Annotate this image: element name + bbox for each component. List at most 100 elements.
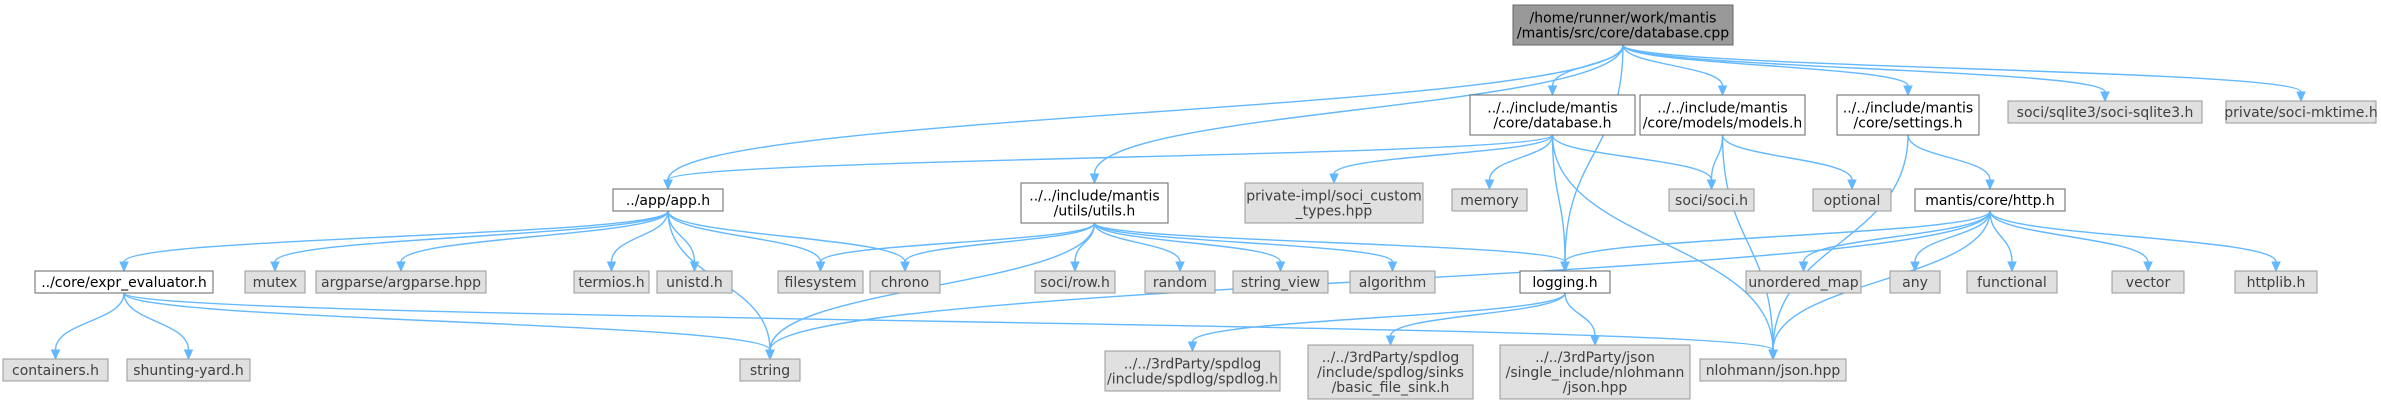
node-label-line: /core/models/models.h [1643,116,1803,132]
node-expr-eval[interactable]: ../core/expr_evaluator.h [34,270,214,294]
node-root[interactable]: /home/runner/work/mantis/mantis/src/core… [1512,4,1734,46]
edge-arrowhead [2296,91,2306,103]
node-label-line: ../../include/mantis [1029,189,1159,205]
edge-root-to-inc_database [1547,44,1624,97]
node-unordered-map: unordered_map [1745,270,1862,294]
edge-inc_models-to-soci_h [1706,134,1724,191]
node-label-line: ../../include/mantis [1487,101,1617,117]
edge-arrowhead [1590,335,1600,347]
node-soci-mktime: private/soci-mktime.h [2224,100,2378,124]
edge-line [1389,292,1566,337]
edge-inc_settings-to-http_h [1907,134,1995,191]
node-label-line: argparse/argparse.hpp [321,275,481,291]
edge-arrowhead [1187,341,1198,353]
edge-line [400,210,669,263]
node-inc-database[interactable]: ../../include/mantis/core/database.h [1469,94,1636,136]
edge-line [1551,134,1713,181]
nodes-layer: /home/runner/work/mantis/mantis/src/core… [2,4,2378,400]
node-box [656,270,733,294]
edge-arrowhead [1089,173,1100,185]
node-any: any [1889,270,1941,294]
node-inc-models[interactable]: ../../include/mantis/core/models/models.… [1639,94,1806,136]
edge-line [610,210,669,263]
edge-arrowhead [183,349,194,361]
node-nlohmann-json: nlohmann/json.hpp [1699,358,1847,382]
edge-line [1564,44,1624,263]
edge-expr_eval-to-string [123,292,775,361]
node-box [1469,94,1636,136]
edge-line [1622,44,2106,93]
edge-root-to-soci_sqlite3 [1622,44,2110,103]
edge-root-to-inc_settings [1622,44,1913,97]
edge-arrowhead [1175,261,1185,273]
edge-line [54,292,125,351]
edge-arrowhead [1768,349,1778,361]
edge-line [819,222,1096,263]
node-box [1244,182,1424,224]
edge-root-to-soci_mktime [1622,44,2306,103]
node-box [1914,188,2066,212]
node-label-line: chrono [881,275,929,291]
node-label-line: ../../include/mantis [1657,101,1787,117]
node-string-view: string_view [1232,270,1329,294]
edge-line [1093,222,1181,263]
node-httplib: httplib.h [2234,270,2318,294]
node-label-line: string_view [1241,275,1320,291]
edge-line [667,44,1624,181]
node-label-line: soci/sqlite3/soci-sqlite3.h [2017,105,2194,121]
node-box [2007,100,2203,124]
edge-app_h-to-termios [606,210,669,273]
edge-http_h-to-functional [1989,210,2017,273]
node-box [2,358,109,382]
edge-root-to-utils_h [1089,44,1624,185]
edge-arrowhead [1985,179,1995,191]
node-box [1512,4,1734,46]
node-box [1812,188,1892,212]
edge-expr_eval-to-shunting [123,292,194,361]
node-box [1232,270,1329,294]
edge-arrowhead [689,261,700,273]
edge-arrowhead [606,261,617,273]
node-utils-h[interactable]: ../../include/mantis/utils/utils.h [1020,182,1169,224]
edge-app_h-to-expr_eval [119,210,669,273]
edge-arrowhead [2007,261,2017,273]
node-algorithm: algorithm [1349,270,1436,294]
edge-line [1093,222,1566,263]
edge-arrowhead [765,349,775,361]
edge-arrowhead [396,261,406,273]
edge-root-to-inc_models [1622,44,1728,97]
node-inc-settings[interactable]: ../../include/mantis/core/settings.h [1836,94,1980,136]
node-shunting: shunting-yard.h [126,358,251,382]
edge-inc_database-to-app_h [663,134,1554,191]
edge-line [1191,292,1566,343]
edge-line [1564,292,1596,337]
node-box [1519,270,1611,294]
node-app-h[interactable]: ../app/app.h [612,188,724,212]
edge-utils_h-to-filesystem [815,222,1096,273]
edge-utils_h-to-logging [1093,222,1570,273]
node-label-line: private/soci-mktime.h [2224,105,2377,121]
node-label-line: /core/settings.h [1854,116,1963,132]
node-filesystem: filesystem [777,270,864,294]
edge-arrowhead [1560,261,1570,273]
node-label-line: mutex [253,275,298,291]
node-containers: containers.h [2,358,109,382]
edge-line [123,292,190,351]
node-http-h[interactable]: mantis/core/http.h [1914,188,2066,212]
node-logging[interactable]: logging.h [1519,270,1611,294]
edge-arrowhead [2271,261,2281,273]
edge-line [1772,134,1909,351]
node-chrono: chrono [869,270,941,294]
edge-utils_h-to-chrono [900,222,1096,273]
node-label-line: containers.h [12,363,99,379]
node-box [1349,270,1436,294]
edge-utils_h-to-random [1093,222,1185,273]
node-label-line: memory [1460,193,1519,209]
edge-expr_eval-to-containers [50,292,125,361]
node-label-line: random [1153,275,1207,291]
edge-line [1551,134,1774,351]
node-random: random [1144,270,1216,294]
node-label-line: /json.hpp [1563,380,1628,396]
node-label-line: private-impl/soci_custom [1246,189,1422,205]
